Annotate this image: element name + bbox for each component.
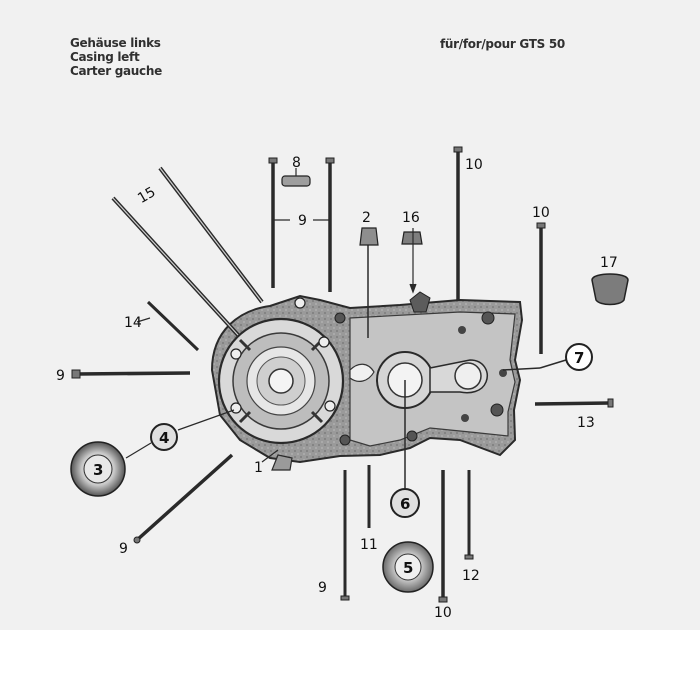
callout-16: 16 [402,210,420,226]
callout-9-top: 9 [298,213,307,229]
small-parts [70,175,629,593]
callout-9-left: 9 [56,368,65,384]
callout-15: 15 [135,184,158,207]
title-english: Casing left [70,50,140,64]
callout-14: 14 [124,315,142,331]
callout-1: 1 [254,460,263,476]
callout-17: 17 [600,255,618,271]
callout-4: 4 [159,429,169,447]
title-french: Carter gauche [70,64,162,78]
cap-part-17 [591,273,629,306]
callout-10-bottom: 10 [434,605,452,621]
casing-left [210,294,524,471]
grommet-part-16 [401,231,423,245]
model-label: für/for/pour GTS 50 [440,37,565,51]
casing-title-block: Gehäuse links Casing left Carter gauche [70,36,162,78]
callout-3: 3 [93,461,103,479]
callouts: 1 2 3 4 5 6 7 8 9 9 9 9 10 10 10 11 12 1… [56,155,618,621]
ring-part-6 [390,488,420,518]
callout-12: 12 [462,568,480,584]
callout-11: 11 [360,537,378,553]
title-german: Gehäuse links [70,36,161,50]
callout-9-bottom: 9 [318,580,327,596]
clamp-part-8 [281,175,311,187]
callout-9-lower-left: 9 [119,541,128,557]
callout-13: 13 [577,415,595,431]
callout-2: 2 [362,210,371,226]
bolts-and-studs [71,146,614,603]
callout-8: 8 [292,155,301,171]
callout-10-top: 10 [465,157,483,173]
sleeve-part-2 [359,227,379,246]
ring-part-7 [565,343,593,371]
callout-10-right: 10 [532,205,550,221]
callout-5: 5 [403,559,413,577]
ring-part-4 [150,423,178,451]
callout-6: 6 [400,495,410,513]
leader-lines [125,168,417,463]
callout-7: 7 [574,349,584,367]
